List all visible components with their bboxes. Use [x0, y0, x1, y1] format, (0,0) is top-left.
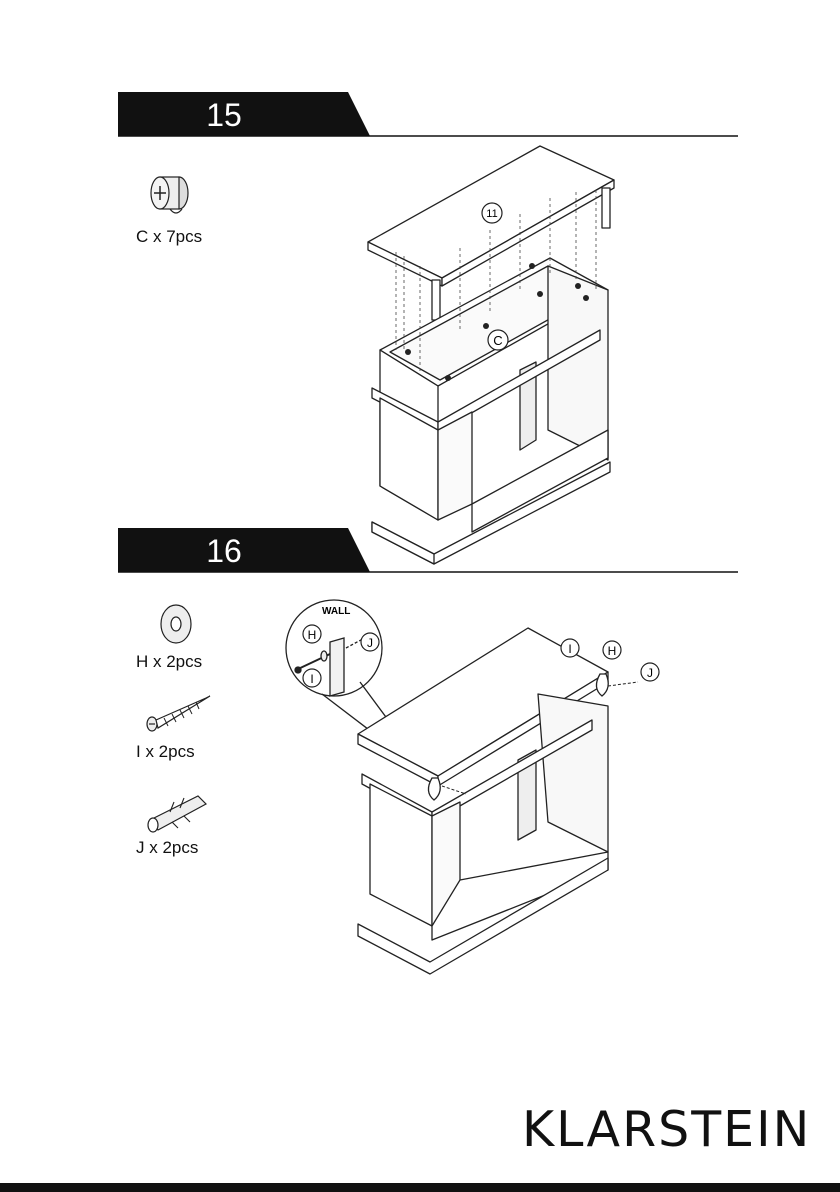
step-15-header: 15 — [118, 92, 738, 138]
callout-11-text: 11 — [486, 208, 497, 220]
step-16-drawing: WALL H J I I H J — [282, 590, 682, 980]
step-16-header: 16 — [118, 528, 738, 574]
callout-j-detail: J — [367, 636, 373, 650]
part-i-label: I x 2pcs — [136, 742, 246, 762]
callout-h-detail: H — [308, 628, 317, 642]
part-c-label: C x 7pcs — [136, 227, 246, 247]
part-i: I x 2pcs — [136, 690, 246, 762]
assembled-cabinet — [358, 628, 608, 974]
part-h-label: H x 2pcs — [136, 652, 246, 672]
brand-logo: KLARSTEIN — [522, 1100, 811, 1160]
part-h: H x 2pcs — [136, 600, 246, 672]
footer-bar — [0, 1183, 840, 1192]
part-j-label: J x 2pcs — [136, 838, 246, 858]
wall-label: WALL — [322, 606, 350, 617]
cam-lock-icon — [136, 165, 196, 225]
wall-plug-icon — [136, 786, 216, 836]
callout-i-cabinet: I — [568, 642, 571, 656]
washer-icon — [136, 600, 196, 650]
callout-j-cabinet: J — [647, 666, 653, 680]
step-15-number: 15 — [204, 96, 244, 134]
callout-c-text: C — [493, 333, 502, 348]
screw-icon — [136, 690, 216, 740]
part-c: C x 7pcs — [136, 165, 246, 247]
part-j: J x 2pcs — [136, 786, 246, 858]
step-15-drawing: 11 C — [360, 140, 630, 580]
callout-h-cabinet: H — [608, 644, 617, 658]
callout-i-detail: I — [310, 672, 313, 686]
step-16-number: 16 — [204, 532, 244, 570]
